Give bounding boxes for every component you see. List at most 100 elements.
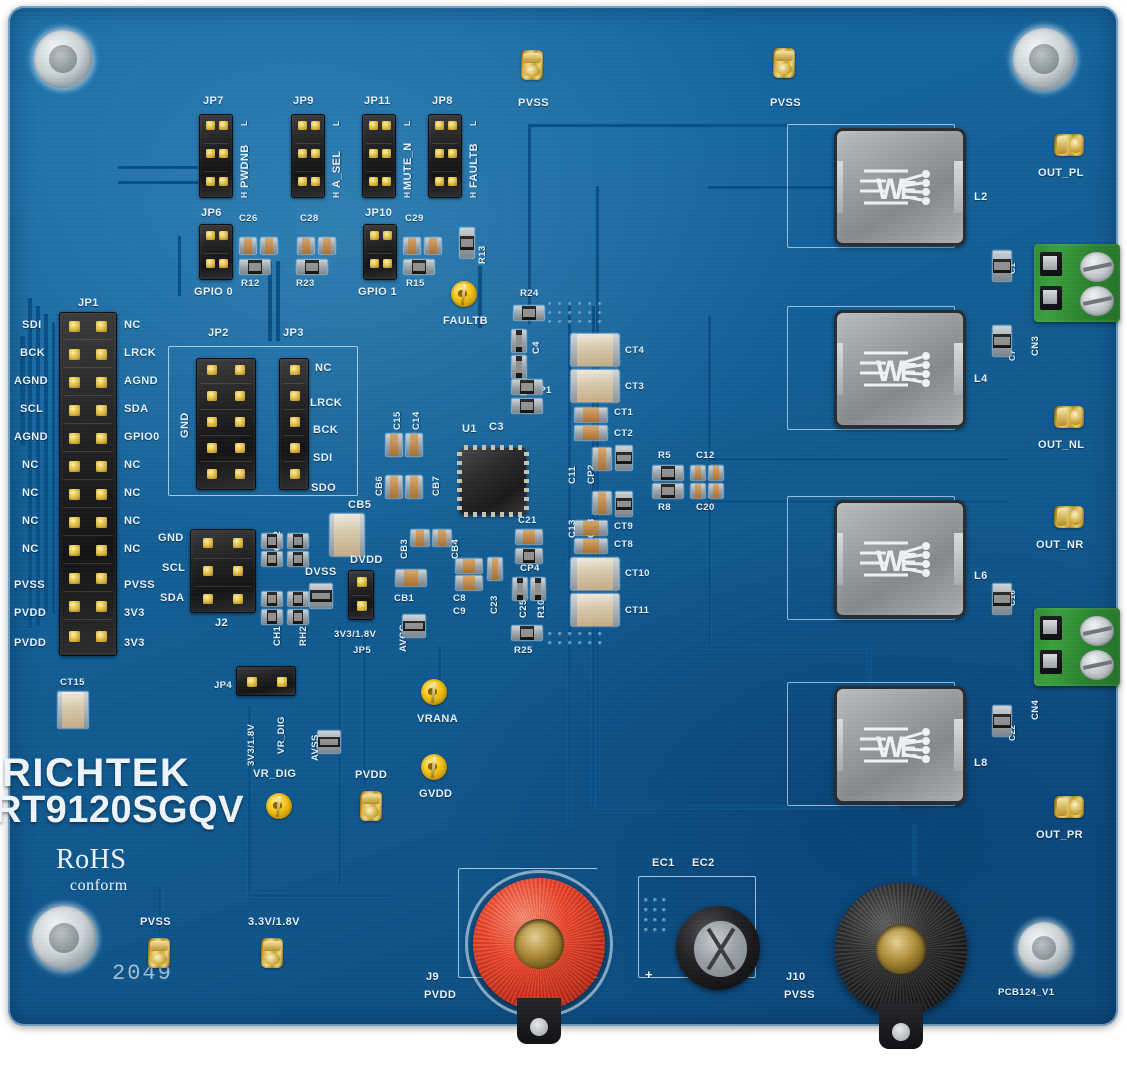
ref-c11: C11 [567,465,578,484]
ref-cb6: CB6 [374,475,385,496]
sma-connector-pvss-2[interactable] [773,48,795,78]
testpoint-gvdd[interactable] [421,754,447,780]
testpoint-faultb[interactable] [451,281,477,307]
jp1-pin-label-right-9: NC [124,543,141,555]
ref-cb3: CB3 [399,538,410,559]
ref-c4: C4 [531,341,542,354]
ref-ct3: CT3 [625,381,645,392]
jp3-pin-label-3: BCK [313,424,339,436]
terminal-block-cn4[interactable] [1034,608,1120,686]
component-c28-b [319,238,335,254]
header-jp1[interactable] [59,312,117,656]
sma-connector-pvss-1[interactable] [521,50,543,80]
ref-r8: R8 [658,502,671,513]
binding-post-pvss[interactable] [835,883,967,1049]
header-j2[interactable] [190,529,256,613]
inductor-label-l8: L8 [974,757,988,769]
via-grid-top [548,302,604,326]
ref-c12: C12 [696,450,715,461]
trace [44,314,48,614]
inductor-l6: W E [834,500,966,618]
sma-connector-pvdd[interactable] [360,791,382,821]
component-cb5 [330,514,364,556]
ref-c20: C20 [696,502,715,513]
header-jp2[interactable] [196,358,256,490]
jp3-pin-label-4: SDI [313,452,333,464]
ref-ct2: CT2 [614,428,634,439]
mounting-hole [1018,922,1070,974]
ref-cb5: CB5 [348,499,372,511]
component-c25 [513,578,527,600]
ref-ct10: CT10 [625,568,650,579]
component-r8 [653,484,683,498]
trace [178,236,181,296]
trace [438,646,441,686]
component-c7 [993,326,1011,356]
header-ref-jp4: JP4 [214,680,233,691]
gpio-label-0: GPIO 0 [194,286,234,298]
component-rh2b [288,552,308,566]
trace [478,266,482,328]
header-ref-jp3: JP3 [283,327,304,339]
component-avss [318,731,340,753]
binding-post-pvdd[interactable] [465,870,613,1044]
component-rh2 [288,534,308,548]
ref-cb4: CB4 [450,538,461,559]
ref-rh1: RH2 [298,625,309,646]
jumper-label-lo-jp8: L [468,120,478,126]
sma-label-pvdd: PVDD [355,769,388,781]
jp3-pin-label-2: LRCK [310,397,343,409]
header-ref-j2: J2 [215,617,229,629]
testpoint-vrana[interactable] [421,679,447,705]
trace [708,458,1008,461]
label-dvss: DVSS [305,566,337,578]
header-jp3[interactable] [279,358,309,490]
ref-c26: C26 [239,213,258,224]
bulk-capacitor-ec1 [676,906,760,990]
component-c20b [709,484,723,498]
jumper-jp11[interactable] [362,114,396,198]
svg-text:E: E [900,733,917,763]
sma-connector-out-pr[interactable] [1054,796,1084,818]
jumper-jp5[interactable] [348,570,374,620]
gpio-label-1: GPIO 1 [358,286,398,298]
inductor-label-l6: L6 [974,570,988,582]
binding-post-ref-j10: J10 [786,971,806,983]
we-logo-icon: W E [860,727,930,764]
jumper-ref-jp9: JP9 [293,95,314,107]
sma-connector-pvss-bottom[interactable] [148,938,170,968]
trace [913,826,916,876]
header-ref-jp5: JP5 [353,645,372,656]
sma-connector-out-nl[interactable] [1054,406,1084,428]
jumper-jp10[interactable] [363,224,397,280]
sma-connector-out-pl[interactable] [1054,134,1084,156]
jumper-jp6[interactable] [199,224,233,280]
jumper-jp7[interactable] [199,114,233,198]
jumper-jp4[interactable] [236,666,296,696]
pcb-revision: PCB124_V1 [998,987,1055,998]
trace [158,886,161,936]
inductor-label-l2: L2 [974,191,988,203]
component-u1 [457,445,529,517]
jumper-ref-jp6: JP6 [201,207,222,219]
trace [528,124,788,127]
component-c26-a [240,238,256,254]
jp5-label: 3V3/1.8V [334,629,377,640]
sma-connector-33v18v[interactable] [261,938,283,968]
ref-ec2: EC2 [692,857,715,869]
sma-connector-out-nr[interactable] [1054,506,1084,528]
j2-pin-label-2: SCL [162,562,186,574]
terminal-block-cn3[interactable] [1034,244,1120,322]
trace [276,261,280,341]
trace [708,646,868,649]
jumper-jp9[interactable] [291,114,325,198]
testpoint-vrdig[interactable] [266,793,292,819]
jumper-jp8[interactable] [428,114,462,198]
jp3-pin-label-5: SDO [311,482,337,494]
component-c23 [488,558,502,580]
component-c29-a [404,238,420,254]
svg-text:W: W [876,355,905,388]
ref-ct8: CT8 [614,539,634,550]
mounting-hole [1013,28,1075,90]
component-r5 [653,466,683,480]
